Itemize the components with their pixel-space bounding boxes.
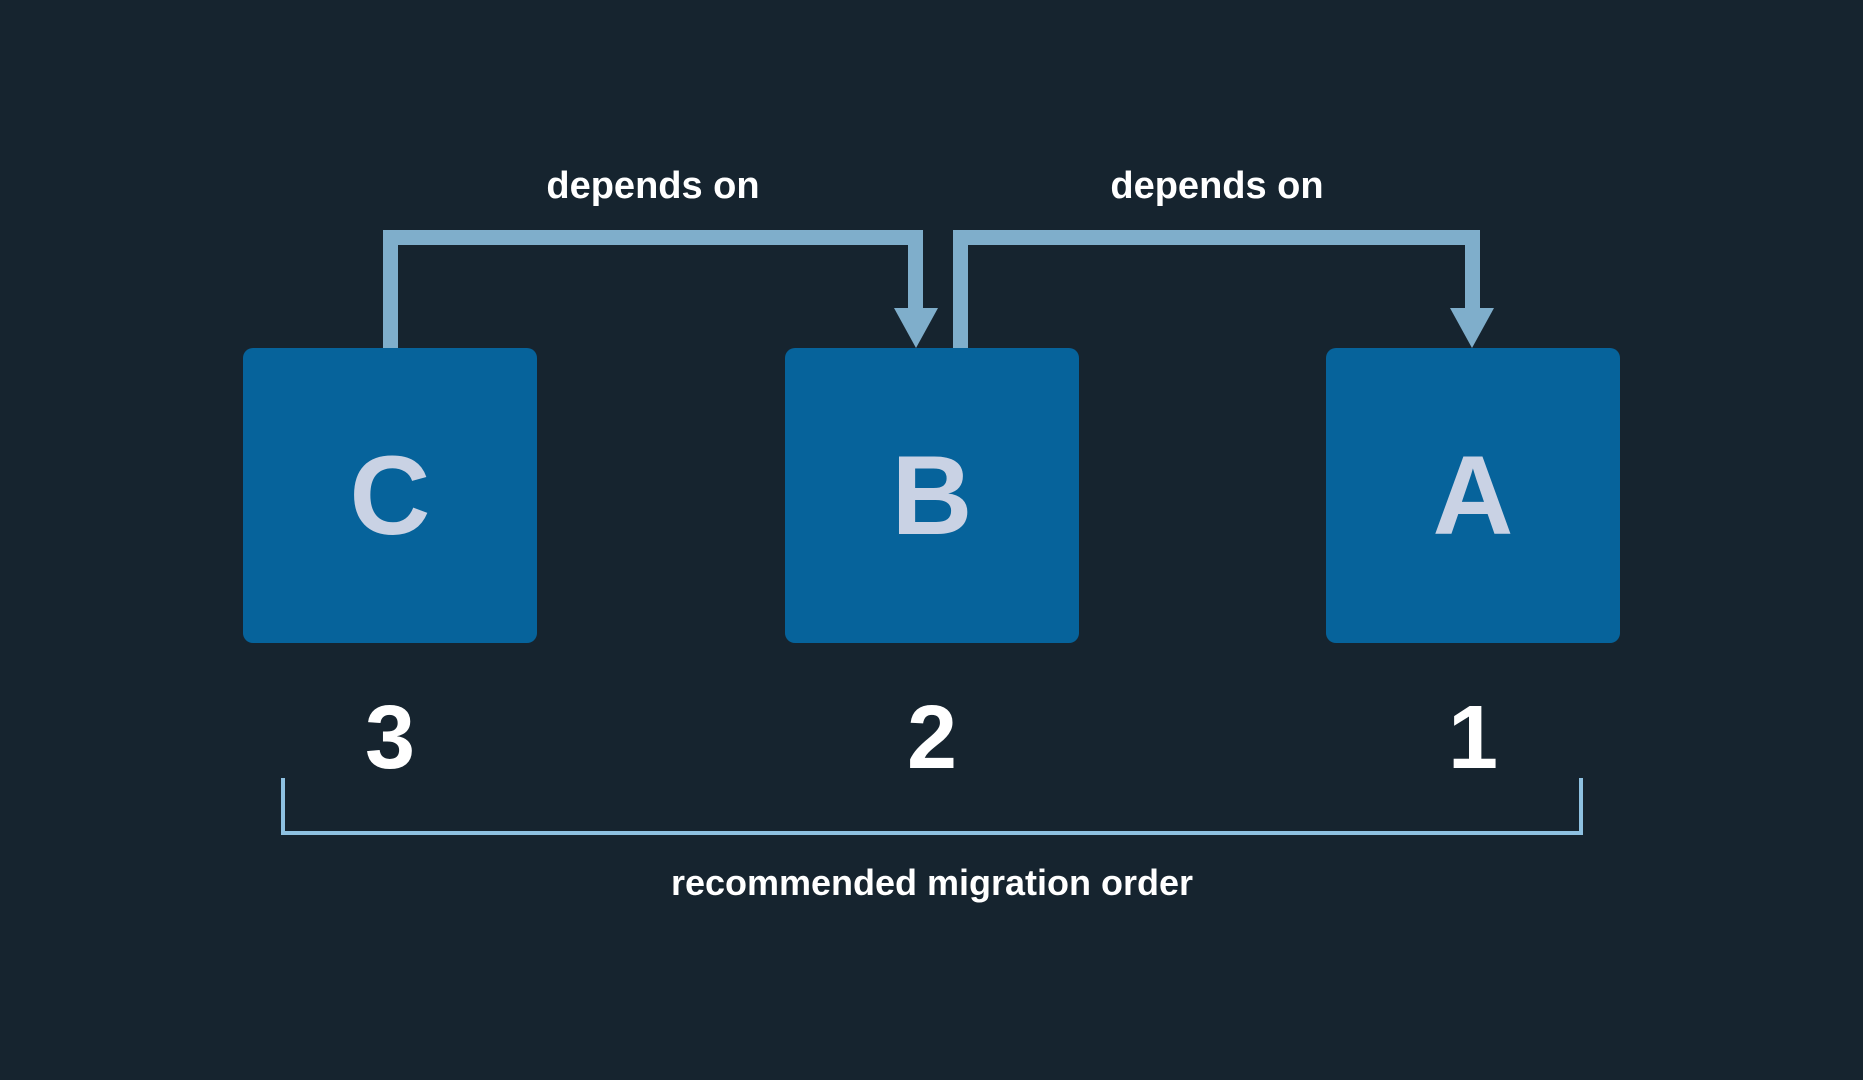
module-box-b: B [785,348,1079,643]
connector-b-to-a-horizontal [953,230,1480,245]
migration-order-number-b: 2 [906,687,958,788]
bracket-right-tick [1579,778,1583,835]
migration-order-number-a: 1 [1447,687,1499,788]
connector-c-to-b-vertical-to-b [908,245,923,308]
connector-b-to-a-vertical-to-a [1465,245,1480,308]
connector-c-to-b-vertical-from-c [383,230,398,348]
arrow-down-icon [1450,308,1494,348]
bracket-left-tick [281,778,285,835]
module-box-c: C [243,348,537,643]
module-box-a: A [1326,348,1620,643]
module-box-a-letter: A [1432,432,1514,558]
module-box-c-letter: C [349,432,431,558]
migration-order-caption: recommended migration order [670,862,1194,903]
module-box-b-letter: B [891,432,973,558]
arrow-down-icon [894,308,938,348]
connector-c-to-b-horizontal [383,230,923,245]
bracket-horizontal-line [281,831,1583,835]
depends-on-label-c-b: depends on [546,164,760,207]
connector-b-to-a-vertical-from-b [953,230,968,348]
depends-on-label-b-a: depends on [1110,164,1324,207]
migration-order-number-c: 3 [364,687,416,788]
